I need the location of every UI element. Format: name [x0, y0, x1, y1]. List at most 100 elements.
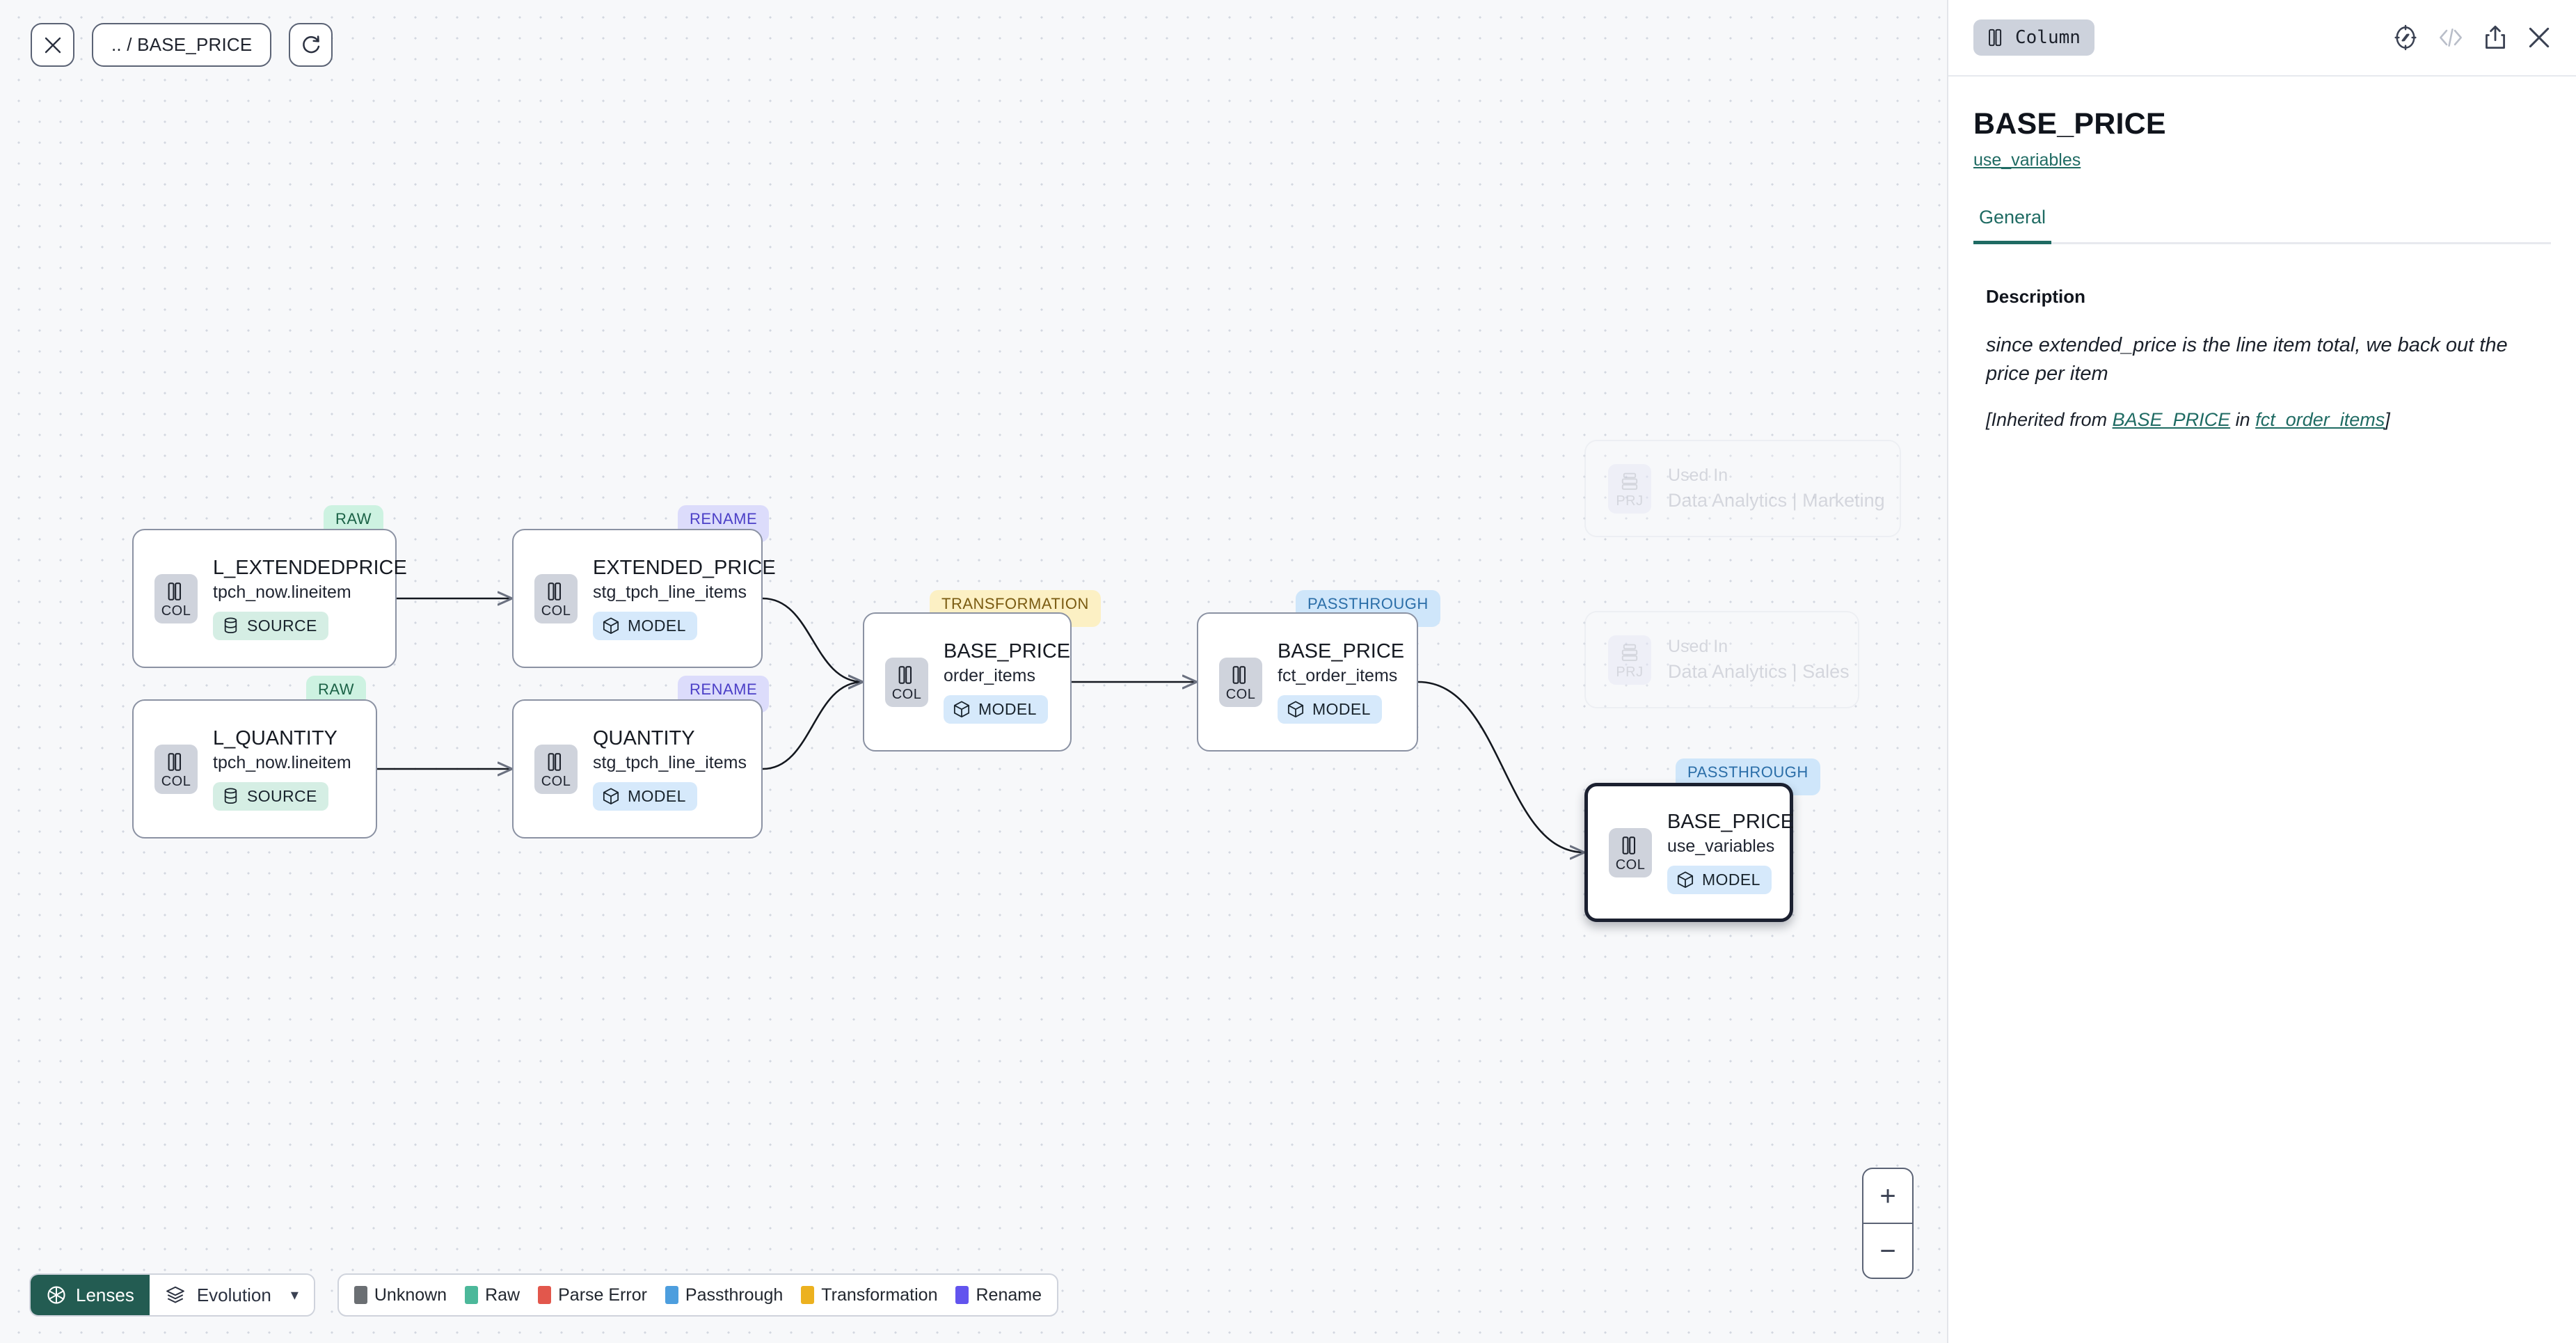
materialization-badge: MODEL	[1278, 694, 1382, 724]
legend-item[interactable]: Passthrough	[665, 1285, 783, 1305]
node-subtitle: use_variables	[1667, 836, 1775, 856]
node-title: EXTENDED_PRICE	[593, 557, 776, 580]
node-subtitle: fct_order_items	[1278, 665, 1398, 685]
entity-type-chip: COL	[1219, 657, 1262, 707]
project-icon	[1621, 472, 1638, 490]
entity-type-label: PRJ	[1616, 664, 1644, 680]
inherited-suffix: ]	[2385, 409, 2390, 431]
zoom-out-button[interactable]: −	[1879, 1235, 1896, 1266]
node-title: BASE_PRICE	[1667, 811, 1795, 834]
breadcrumb[interactable]: .. / BASE_PRICE	[92, 23, 272, 67]
database-icon	[224, 788, 237, 804]
used-in-value: Data Analytics | Sales	[1668, 661, 1850, 682]
legend-item[interactable]: Raw	[465, 1285, 520, 1305]
code-button[interactable]	[2437, 26, 2465, 49]
entity-kind-label: Column	[2015, 27, 2081, 48]
used-in-node[interactable]: PRJ Used In Data Analytics | Sales	[1584, 611, 1859, 708]
bottom-bar: Lenses Evolution ▾ Unknown Raw	[29, 1273, 1058, 1317]
entity-kind-chip: Column	[1973, 19, 2094, 56]
lens-control-group: Lenses Evolution ▾	[29, 1273, 315, 1317]
chevron-down-icon: ▾	[290, 1286, 299, 1303]
entity-type-chip: PRJ	[1608, 635, 1651, 685]
lineage-node[interactable]: COL L_QUANTITY tpch_now.lineitem SOURCE	[132, 699, 377, 839]
legend-label: Parse Error	[558, 1285, 647, 1305]
code-icon	[2440, 29, 2462, 47]
entity-type-label: COL	[1225, 686, 1256, 702]
entity-type-chip: COL	[885, 657, 928, 707]
entity-type-chip: COL	[154, 744, 198, 794]
tab-general[interactable]: General	[1973, 207, 2052, 244]
legend-label: Passthrough	[685, 1285, 784, 1305]
legend-swatch	[353, 1286, 367, 1304]
column-icon	[898, 665, 912, 684]
lineage-canvas[interactable]: .. / BASE_PRICE PRJ Used In Data Analyti…	[0, 0, 1947, 1343]
inherited-column-link[interactable]: BASE_PRICE	[2112, 409, 2231, 431]
materialization-label: MODEL	[1312, 699, 1371, 718]
node-title: BASE_PRICE	[944, 640, 1071, 663]
refresh-button[interactable]	[289, 23, 333, 67]
inherited-mid: in	[2230, 409, 2256, 431]
node-subtitle: tpch_now.lineitem	[213, 582, 351, 602]
panel-tabs: General	[1973, 207, 2551, 244]
used-in-node[interactable]: PRJ Used In Data Analytics | Marketing	[1584, 440, 1901, 537]
legend-label: Unknown	[374, 1285, 447, 1305]
inherited-prefix: [Inherited from	[1986, 409, 2113, 431]
zoom-in-button[interactable]: +	[1863, 1169, 1912, 1224]
description-text: since extended_price is the line item to…	[1986, 334, 2508, 386]
entity-type-label: COL	[161, 603, 191, 619]
lineage-node[interactable]: COL L_EXTENDEDPRICE tpch_now.lineitem SO…	[132, 529, 407, 668]
materialization-label: MODEL	[978, 699, 1037, 718]
lenses-label: Lenses	[76, 1284, 134, 1305]
inherited-model-link[interactable]: fct_order_items	[2255, 409, 2385, 431]
node-title: QUANTITY	[593, 727, 695, 750]
panel-header-actions	[2392, 24, 2552, 51]
materialization-badge: MODEL	[593, 611, 697, 640]
node-title: L_QUANTITY	[213, 727, 337, 750]
legend-swatch	[538, 1286, 552, 1304]
legend-swatch	[801, 1286, 815, 1304]
entity-type-label: COL	[161, 773, 191, 789]
panel-close-button[interactable]	[2526, 24, 2552, 51]
cube-icon	[953, 701, 970, 717]
node-title: BASE_PRICE	[1278, 640, 1405, 663]
details-panel: Column	[1947, 0, 2576, 1343]
parent-model-link[interactable]: use_variables	[1973, 150, 2081, 170]
entity-type-label: COL	[541, 603, 571, 619]
lineage-node[interactable]: COL BASE_PRICE use_variables MODEL	[1584, 783, 1795, 922]
lineage-node[interactable]: COL QUANTITY stg_tpch_line_items MODEL	[512, 699, 763, 839]
materialization-badge: SOURCE	[213, 781, 328, 811]
legend-swatch	[465, 1286, 479, 1304]
column-icon	[1232, 665, 1246, 684]
page-title: BASE_PRICE	[1973, 107, 2166, 141]
legend-swatch	[665, 1286, 678, 1304]
materialization-label: MODEL	[628, 786, 686, 805]
column-icon	[168, 752, 182, 771]
legend-item[interactable]: Unknown	[353, 1285, 447, 1305]
node-subtitle: stg_tpch_line_items	[593, 752, 747, 772]
evolution-label: Evolution	[196, 1284, 271, 1305]
share-icon	[2486, 25, 2505, 49]
materialization-label: SOURCE	[247, 616, 317, 635]
zoom-controls: + −	[1862, 1168, 1914, 1279]
inherited-note: [Inherited from BASE_PRICE in fct_order_…	[1986, 409, 2551, 431]
explore-button[interactable]	[2392, 24, 2419, 51]
evolution-dropdown[interactable]: Evolution ▾	[149, 1275, 314, 1315]
materialization-badge: MODEL	[1667, 865, 1772, 894]
description-section: Description since extended_price is the …	[1948, 244, 2576, 431]
share-button[interactable]	[2483, 24, 2508, 51]
legend-label: Rename	[976, 1285, 1042, 1305]
legend-item[interactable]: Transformation	[801, 1285, 937, 1305]
lineage-node[interactable]: COL BASE_PRICE order_items MODEL	[863, 612, 1072, 752]
lineage-node[interactable]: COL BASE_PRICE fct_order_items MODEL	[1197, 612, 1418, 752]
close-button[interactable]	[31, 23, 74, 67]
used-in-label: Used In	[1668, 466, 1728, 485]
lenses-button[interactable]: Lenses	[31, 1275, 150, 1315]
lineage-node[interactable]: COL EXTENDED_PRICE stg_tpch_line_items M…	[512, 529, 776, 668]
legend-swatch	[955, 1286, 969, 1304]
legend-item[interactable]: Parse Error	[538, 1285, 647, 1305]
node-subtitle: order_items	[944, 665, 1035, 685]
legend-item[interactable]: Rename	[955, 1285, 1042, 1305]
layers-icon	[166, 1286, 184, 1303]
legend-label: Transformation	[821, 1285, 938, 1305]
cube-icon	[603, 788, 619, 804]
